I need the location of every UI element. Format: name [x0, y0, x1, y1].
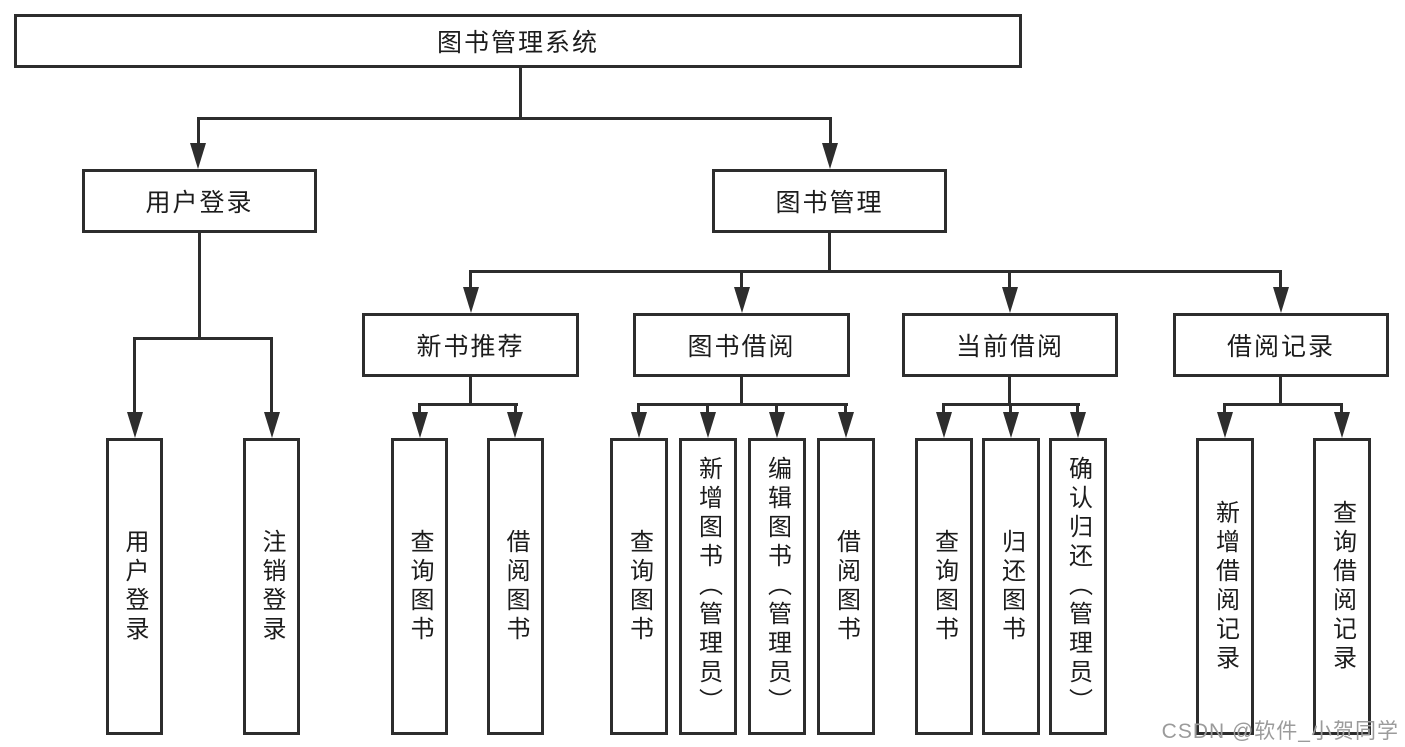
arrow-down-icon [631, 412, 647, 438]
connector-group2-drop [637, 403, 640, 415]
arrow-down-icon [1334, 412, 1350, 438]
connector-book-management-trunk [828, 233, 831, 270]
connector-user-login-bus [133, 337, 273, 340]
connector-group1-trunk [469, 377, 472, 403]
leaf-add-borrow-record: 新增借阅记录 [1196, 438, 1254, 735]
leaf-query-borrow-record: 查询借阅记录 [1313, 438, 1371, 735]
connector-group3-drop [1009, 403, 1012, 415]
connector-group1-drop [514, 403, 517, 415]
connector-user-login-trunk [198, 233, 201, 337]
leaf-add-books-admin: 新增图书（管理员） [679, 438, 737, 735]
connector-group4-drop [1223, 403, 1226, 415]
arrow-down-icon [822, 143, 838, 169]
connector-group3-drop [1076, 403, 1079, 415]
leaf-user-login: 用户登录 [106, 438, 163, 735]
arrow-down-icon [1002, 287, 1018, 313]
watermark: CSDN @软件_小贺同学 [1161, 720, 1399, 743]
leaf-logout: 注销登录 [243, 438, 300, 735]
connector-level3-bus [469, 270, 1281, 273]
node-borrowing-records: 借阅记录 [1173, 313, 1389, 377]
node-user-login: 用户登录 [82, 169, 317, 233]
connector-level1-bus [197, 117, 832, 120]
arrow-down-icon [190, 143, 206, 169]
node-book-management: 图书管理 [712, 169, 947, 233]
node-current-borrowing: 当前借阅 [902, 313, 1118, 377]
connector-to-leaf-user-login [133, 337, 136, 415]
connector-to-leaf-logout [270, 337, 273, 415]
connector-to-borrowing-records [1279, 270, 1282, 290]
arrow-down-icon [507, 412, 523, 438]
connector-group3-drop [942, 403, 945, 415]
connector-group3-trunk [1008, 377, 1011, 403]
connector-to-book-management [829, 117, 832, 147]
leaf-confirm-return-admin: 确认归还（管理员） [1049, 438, 1107, 735]
connector-to-user-login [197, 117, 200, 147]
node-new-book-recommend: 新书推荐 [362, 313, 579, 377]
node-book-borrowing: 图书借阅 [633, 313, 850, 377]
arrow-down-icon [463, 287, 479, 313]
connector-group4-bus [1224, 403, 1343, 406]
leaf-borrow-books-1: 借阅图书 [487, 438, 544, 735]
arrow-down-icon [1070, 412, 1086, 438]
arrow-down-icon [127, 412, 143, 438]
leaf-query-books-2: 查询图书 [610, 438, 668, 735]
arrow-down-icon [264, 412, 280, 438]
arrow-down-icon [838, 412, 854, 438]
connector-to-current-borrowing [1008, 270, 1011, 290]
leaf-query-books-3: 查询图书 [915, 438, 973, 735]
arrow-down-icon [769, 412, 785, 438]
leaf-edit-books-admin: 编辑图书（管理员） [748, 438, 806, 735]
connector-root-trunk [519, 68, 522, 117]
arrow-down-icon [1273, 287, 1289, 313]
arrow-down-icon [1217, 412, 1233, 438]
connector-group4-trunk [1279, 377, 1282, 403]
connector-group1-bus [418, 403, 518, 406]
leaf-borrow-books-2: 借阅图书 [817, 438, 875, 735]
connector-to-book-borrowing [740, 270, 743, 290]
arrow-down-icon [412, 412, 428, 438]
arrow-down-icon [734, 287, 750, 313]
connector-group2-drop [706, 403, 709, 415]
connector-group2-drop [775, 403, 778, 415]
arrow-down-icon [936, 412, 952, 438]
node-root: 图书管理系统 [14, 14, 1022, 68]
arrow-down-icon [700, 412, 716, 438]
connector-group4-drop [1340, 403, 1343, 415]
connector-group2-trunk [740, 377, 743, 403]
connector-group2-drop [844, 403, 847, 415]
leaf-return-books: 归还图书 [982, 438, 1040, 735]
leaf-query-books-1: 查询图书 [391, 438, 448, 735]
connector-group2-bus [638, 403, 848, 406]
arrow-down-icon [1003, 412, 1019, 438]
connector-to-new-book-recommend [469, 270, 472, 290]
connector-group1-drop [418, 403, 421, 415]
